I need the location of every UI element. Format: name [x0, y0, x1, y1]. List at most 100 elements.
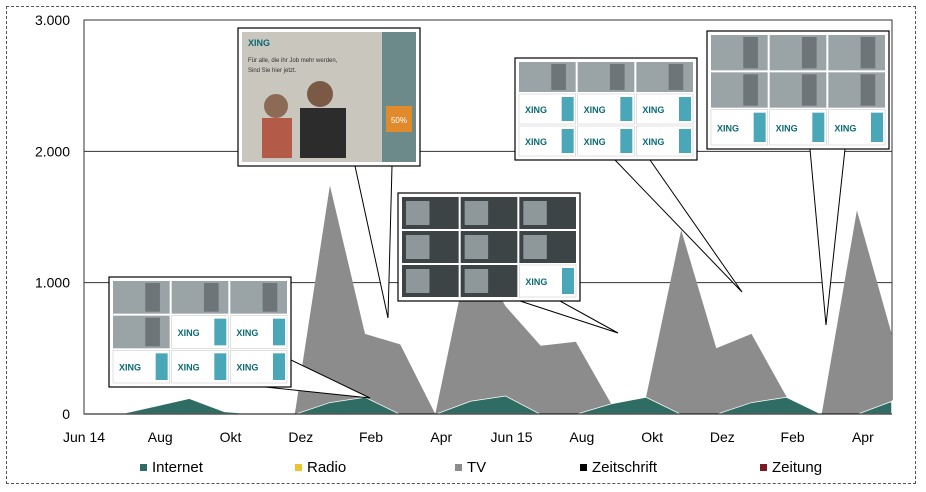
xing-logo-text: XING	[525, 137, 547, 147]
xing-logo-text: XING	[236, 363, 258, 373]
thumbnail-badge	[214, 318, 227, 346]
callout-pointer	[809, 148, 846, 326]
thumbnail-badge	[561, 97, 574, 121]
x-tick-label: Aug	[148, 429, 173, 445]
ad-still-person	[262, 118, 292, 158]
callout-pointer	[519, 300, 619, 334]
thumbnail-figure	[145, 283, 160, 312]
thumbnail-photo	[113, 281, 170, 314]
thumbnail-photo	[828, 72, 885, 108]
x-tick-label: Apr	[430, 429, 452, 445]
x-tick-label: Jun 15	[491, 429, 533, 445]
thumbnail-figure	[860, 37, 876, 69]
x-tick-label: Aug	[569, 429, 594, 445]
thumbnail-photo	[577, 62, 635, 92]
xing-logo-text: XING	[178, 328, 200, 338]
thumbnail-badge	[273, 353, 285, 380]
thumbnail-badge	[871, 112, 883, 142]
x-tick-label: Jun 14	[63, 429, 105, 445]
y-tick-label: 0	[62, 406, 70, 422]
x-tick-label: Dez	[288, 429, 313, 445]
xing-logo-text: XING	[834, 123, 856, 133]
thumbnail-photo	[769, 72, 827, 108]
legend-swatch-internet	[140, 464, 147, 471]
thumbnail-figure	[551, 64, 566, 90]
xing-logo-text: XING	[717, 123, 739, 133]
thumbnail-figure	[406, 235, 430, 259]
x-tick-label: Dez	[710, 429, 735, 445]
ad-callout: XING XING XING XING XING XING	[514, 57, 743, 293]
legend-label-tv: TV	[467, 459, 486, 476]
y-tick-label: 1.000	[35, 275, 70, 291]
thumbnail-badge	[273, 318, 285, 346]
thumbnail-figure	[609, 64, 625, 90]
legend-label-internet: Internet	[152, 459, 204, 476]
legend-swatch-radio	[295, 464, 302, 471]
thumbnail-badge	[214, 353, 227, 380]
thumbnail-badge	[679, 129, 691, 153]
x-tick-label: Okt	[641, 429, 663, 445]
xing-logo-text: XING	[584, 137, 606, 147]
x-tick-label: Feb	[359, 429, 383, 445]
thumbnail-photo	[171, 281, 229, 314]
thumbnail-figure	[464, 235, 489, 259]
thumbnail-badge	[812, 112, 825, 142]
thumbnail-photo	[519, 62, 576, 92]
xing-logo-text: XING	[525, 277, 547, 287]
thumbnail-figure	[860, 74, 876, 106]
thumbnail-photo	[828, 35, 885, 71]
thumbnail-photo	[230, 281, 287, 314]
thumbnail-figure	[145, 317, 160, 347]
x-tick-label: Apr	[852, 429, 874, 445]
thumbnail-badge	[753, 112, 766, 142]
thumbnail-figure	[801, 74, 817, 106]
thumbnail-badge	[561, 129, 574, 153]
thumbnail-photo	[711, 72, 768, 108]
legend-swatch-zeitschrift	[580, 464, 587, 471]
thumbnail-badge	[620, 129, 633, 153]
xing-logo-text: XING	[236, 328, 258, 338]
thumbnail-figure	[406, 269, 430, 293]
ad-still-caption: Sind Sie hier jetzt.	[248, 68, 297, 74]
thumbnail-badge	[620, 97, 633, 121]
y-tick-label: 2.000	[35, 143, 70, 159]
x-tick-label: Okt	[220, 429, 242, 445]
legend-label-zeitung: Zeitung	[772, 459, 822, 476]
ad-still-sidebar	[382, 32, 416, 162]
thumbnail-figure	[743, 74, 758, 106]
ad-callout: XING XING XING	[706, 30, 890, 326]
xing-logo-text: XING	[642, 105, 664, 115]
thumbnail-badge	[562, 268, 574, 294]
legend-swatch-zeitung	[760, 464, 767, 471]
ad-still-person	[307, 81, 333, 107]
ad-still-person	[300, 108, 346, 158]
legend-label-zeitschrift: Zeitschrift	[592, 459, 658, 476]
x-tick-label: Feb	[781, 429, 805, 445]
thumbnail-figure	[406, 201, 430, 225]
thumbnail-figure	[464, 269, 489, 293]
ad-callout: XING	[397, 192, 619, 334]
xing-logo-text: XING	[178, 363, 200, 373]
thumbnail-figure	[523, 201, 547, 225]
callout-pointer	[354, 165, 393, 319]
ad-callout: XING XING XING XING XING	[108, 276, 371, 399]
thumbnail-figure	[523, 235, 547, 259]
ad-still-person	[264, 94, 288, 118]
thumbnail-photo	[769, 35, 827, 71]
thumbnail-photo	[711, 35, 768, 71]
chart-frame	[6, 6, 916, 484]
thumbnail-badge	[155, 353, 168, 380]
xing-logo-text: XING	[776, 123, 798, 133]
xing-logo-text: XING	[119, 363, 141, 373]
thumbnail-figure	[464, 201, 489, 225]
thumbnail-badge	[679, 97, 691, 121]
ad-still-caption: Für alle, die ihr Job mehr werden,	[248, 58, 338, 64]
thumbnail-photo	[636, 62, 693, 92]
xing-logo-text: XING	[248, 38, 270, 48]
xing-logo-text: XING	[584, 105, 606, 115]
